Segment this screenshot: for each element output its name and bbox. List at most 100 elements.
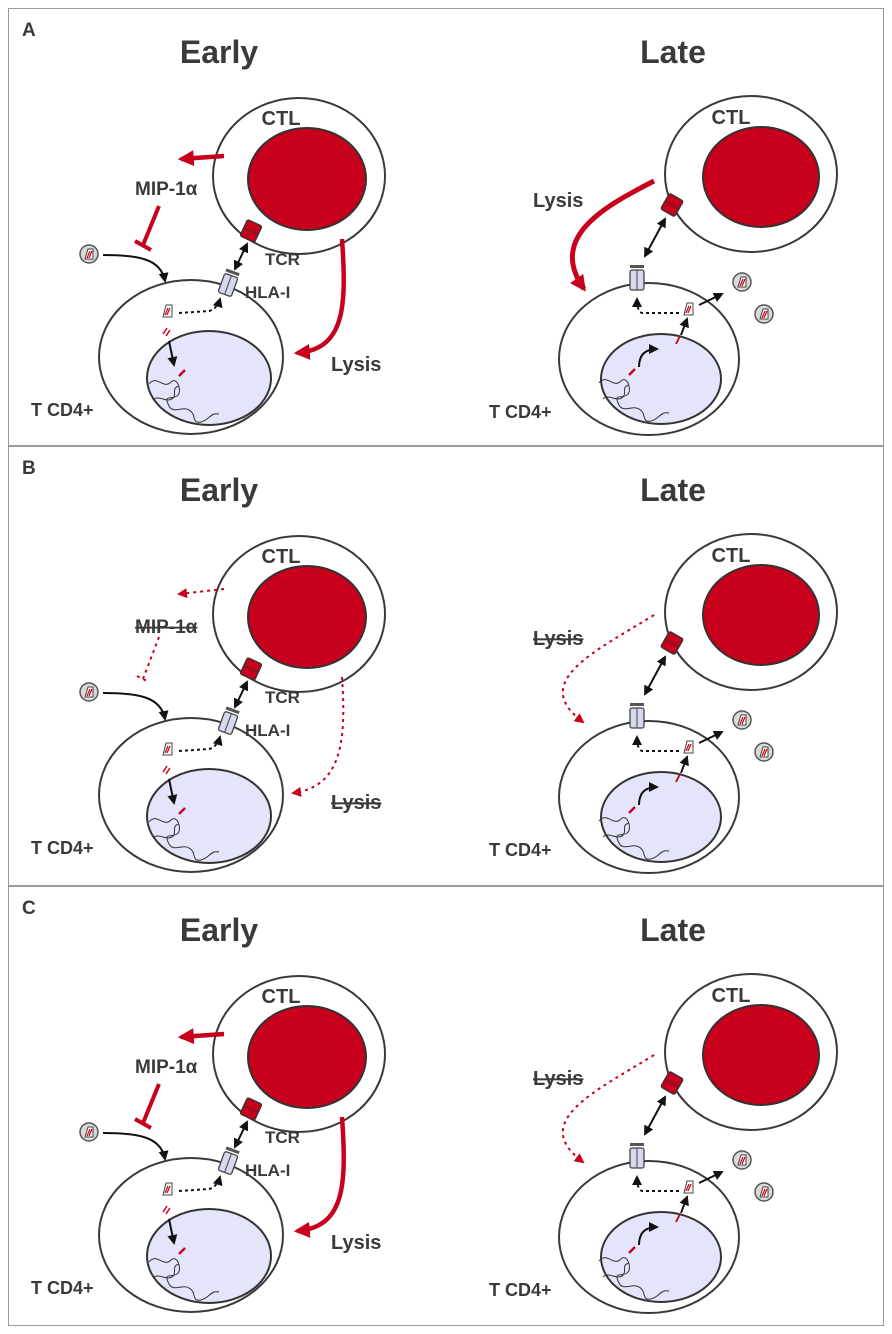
peptide-bar xyxy=(225,268,240,277)
integrated-provirus xyxy=(178,807,186,815)
chromatin-strand xyxy=(148,818,220,861)
viral-rna-fragment xyxy=(162,1205,171,1215)
early-title: Early xyxy=(180,912,258,948)
cd4-label: T CD4+ xyxy=(489,402,552,422)
peptide-bar xyxy=(225,706,240,715)
tcr-label: TCR xyxy=(265,250,300,269)
chromatin-strand xyxy=(598,1257,670,1300)
cd4-nucleus xyxy=(146,330,272,426)
tcr-divider xyxy=(664,1078,680,1088)
antigen-presentation-arrow xyxy=(178,297,223,314)
chromatin-strand xyxy=(148,1258,220,1301)
hla-divider xyxy=(224,1153,232,1173)
early-title: Early xyxy=(180,34,258,70)
viral-rna xyxy=(739,716,746,725)
tcr-divider xyxy=(243,227,259,235)
hla-label: HLA-I xyxy=(245,283,290,302)
ctl-nucleus xyxy=(702,564,820,666)
peptide-bar xyxy=(630,1143,644,1146)
panel-letter: A xyxy=(22,20,36,41)
viral-entry-arrow xyxy=(102,254,169,283)
tcr-receptor-icon xyxy=(660,1071,684,1095)
virion-icon xyxy=(732,1150,752,1170)
panel-letter: C xyxy=(22,898,36,919)
viral-entry-arrow xyxy=(102,692,169,721)
cd4-label: T CD4+ xyxy=(489,1280,552,1300)
lysis-arrow xyxy=(293,238,346,360)
mip-label: MIP-1α xyxy=(135,179,198,200)
tcr-hla-binding-arrow xyxy=(644,655,666,696)
tcr-receptor-icon xyxy=(239,657,263,681)
lysis-arrow xyxy=(291,676,345,797)
viral-particle-icon xyxy=(683,302,694,316)
cd4-nucleus xyxy=(146,1208,272,1304)
virion-icon xyxy=(754,742,774,762)
viral-rna xyxy=(164,307,171,316)
hla-label: HLA-I xyxy=(245,721,290,740)
virion-icon xyxy=(732,272,752,292)
integration-arrow xyxy=(167,778,178,805)
transcription-arrow xyxy=(638,782,659,806)
cd4-nucleus xyxy=(600,1211,722,1303)
ctl-nucleus xyxy=(247,1005,367,1109)
viral-particle-icon xyxy=(162,304,173,318)
viral-rna xyxy=(685,305,692,314)
tcr-receptor-icon xyxy=(660,631,684,655)
integrated-provirus xyxy=(628,1246,636,1254)
hla-divider xyxy=(224,713,232,733)
mip-release-arrow xyxy=(177,588,225,599)
lysis-label: Lysis xyxy=(331,1232,381,1254)
tcr-divider xyxy=(243,665,259,673)
cd4-nucleus xyxy=(600,771,722,863)
hla-receptor-icon xyxy=(217,706,240,735)
viral-particle-icon xyxy=(683,740,694,754)
tcr-hla-binding-arrow xyxy=(644,1095,666,1136)
cd4-label: T CD4+ xyxy=(489,840,552,860)
lysis-label: Lysis xyxy=(331,354,381,376)
virion-icon xyxy=(79,244,99,264)
viral-entry-arrow xyxy=(102,1132,169,1161)
viral-rna xyxy=(761,748,768,757)
hla-receptor-icon xyxy=(629,703,645,729)
tcr-divider xyxy=(664,200,680,210)
cd4-nucleus xyxy=(600,333,722,425)
transcription-arrow xyxy=(638,1222,659,1246)
viral-rna xyxy=(739,278,746,287)
ctl-label: CTL xyxy=(712,107,751,129)
lysis-label: Lysis xyxy=(533,190,583,212)
hla-receptor-icon xyxy=(217,1146,240,1175)
mip-label: MIP-1α xyxy=(135,617,198,638)
peptide-bar xyxy=(630,265,644,268)
mip-label: MIP-1α xyxy=(135,1057,198,1078)
translation-arrow xyxy=(679,1195,689,1214)
ctl-nucleus xyxy=(702,1004,820,1106)
virion-icon xyxy=(79,682,99,702)
late-title: Late xyxy=(640,912,706,948)
viral-rna xyxy=(164,745,171,754)
tcr-label: TCR xyxy=(265,688,300,707)
antigen-presentation-arrow xyxy=(632,735,679,752)
viral-particle-icon xyxy=(162,1182,173,1196)
tcr-hla-binding-arrow xyxy=(233,242,249,271)
integrated-provirus xyxy=(628,368,636,376)
viral-rna xyxy=(86,688,93,697)
integration-arrow xyxy=(167,340,178,367)
cd4-label: T CD4+ xyxy=(31,400,94,420)
tcr-hla-binding-arrow xyxy=(233,680,249,709)
viral-rna-fragment xyxy=(675,1213,681,1223)
tcr-divider xyxy=(243,1105,259,1113)
viral-rna xyxy=(685,743,692,752)
virion-icon xyxy=(754,304,774,324)
viral-rna xyxy=(761,310,768,319)
virion-icon xyxy=(79,1122,99,1142)
antigen-presentation-arrow xyxy=(178,735,223,752)
